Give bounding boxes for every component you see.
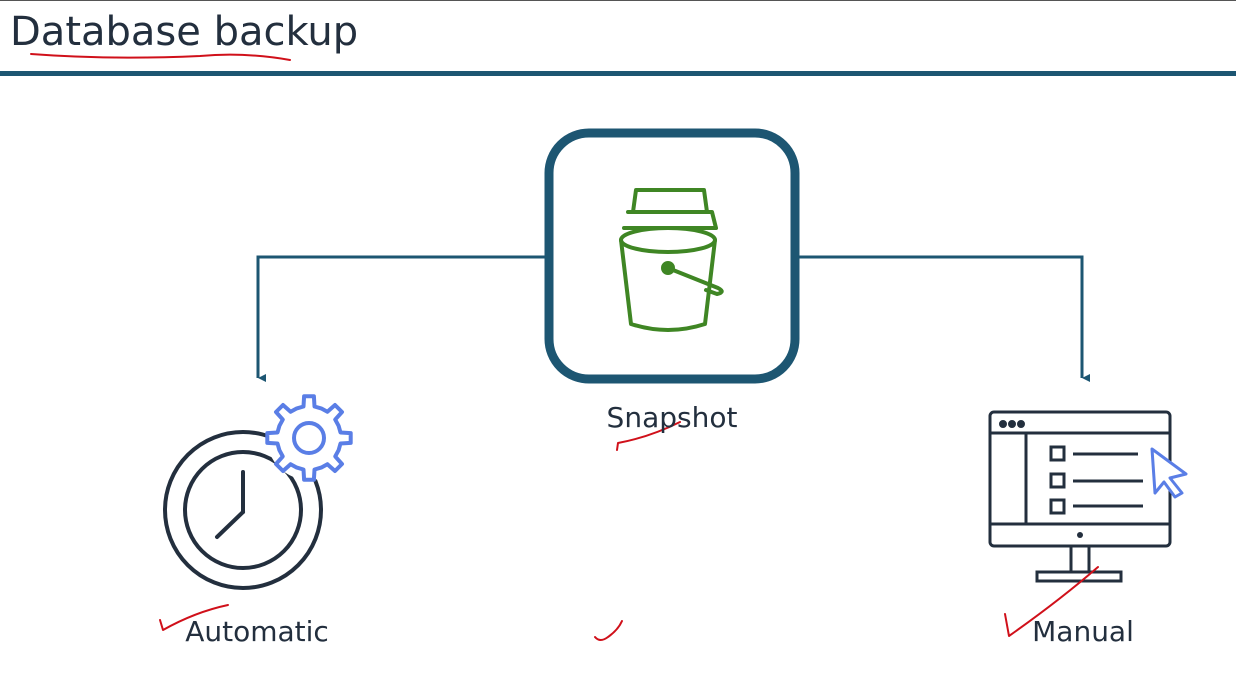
snapshot-label: Snapshot [606,401,738,434]
cursor-icon [1150,447,1188,499]
monitor-checklist-icon [988,410,1188,583]
bucket-icon [619,188,724,332]
manual-label: Manual [1032,615,1134,648]
gear-icon [265,394,353,482]
clock-gear-icon [163,394,353,590]
slide-title: Database backup [10,9,359,55]
automatic-label: Automatic [185,615,329,648]
connector-left [256,255,547,382]
snapshot-box [544,128,800,384]
top-border [0,0,1236,1]
connector-right [797,255,1090,382]
title-divider [0,71,1236,76]
annotation-marks [30,53,1099,641]
